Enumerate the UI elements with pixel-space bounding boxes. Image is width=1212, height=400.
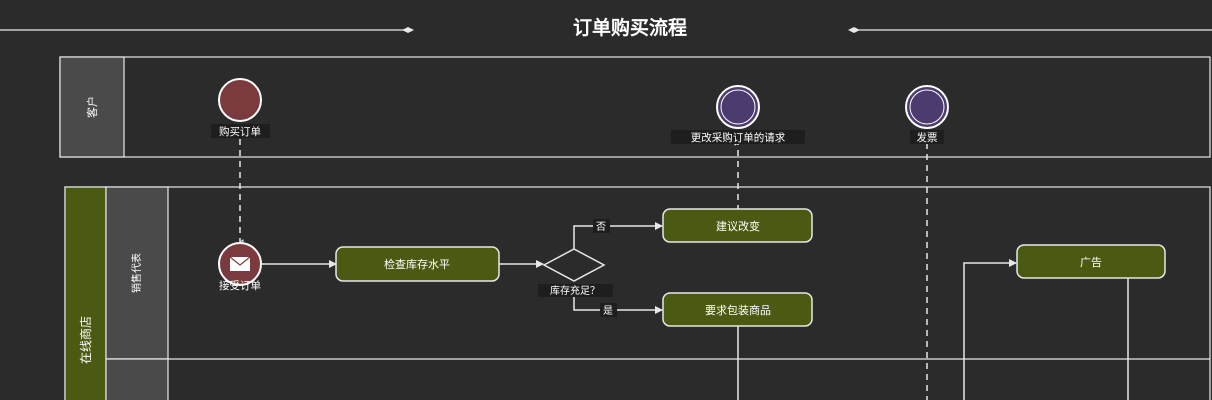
event-receive-order[interactable]: 接受订单	[218, 242, 262, 292]
title-rule-left-diamond	[402, 27, 414, 33]
event-label-bg	[910, 130, 944, 144]
task-box	[662, 208, 813, 243]
event-purchase-order[interactable]: 购买订单	[211, 78, 270, 138]
event-label-bg	[671, 130, 805, 144]
intermediate-event-icon	[716, 85, 760, 129]
gateway-no-bg	[593, 219, 610, 233]
task-box	[335, 246, 500, 282]
flow-gateway-yes	[573, 293, 663, 314]
pool-customer-header	[59, 56, 125, 158]
pool-customer: 客户	[59, 56, 1211, 158]
gateway-diamond	[542, 248, 606, 282]
task-advertise[interactable]: 广告	[1016, 244, 1166, 279]
flow-to-advertise	[963, 259, 1017, 400]
task-suggest-change[interactable]: 建议改变	[662, 208, 813, 243]
page-title: 订单购买流程	[573, 16, 687, 39]
pool-store-label: 在线商店	[78, 316, 93, 364]
pool-store-frame	[64, 186, 1211, 400]
task-request-packaging[interactable]: 要求包装商品	[662, 292, 813, 327]
start-event-icon	[218, 78, 262, 122]
gateway-inventory-sufficient[interactable]: 库存充足？ 否 是	[538, 219, 617, 317]
event-purchase-order-label: 购买订单	[219, 125, 261, 138]
envelope-flap	[229, 256, 251, 266]
lane-second-header	[105, 358, 169, 400]
pool-store-header	[64, 186, 107, 400]
task-suggest-change-label: 建议改变	[716, 219, 760, 233]
title-header: 订单购买流程	[0, 16, 1212, 39]
message-flows	[236, 136, 1129, 400]
task-check-inventory-label: 检查库存水平	[384, 257, 450, 271]
sequence-flows	[262, 222, 663, 314]
flow-gateway-no	[573, 222, 663, 249]
event-change-request-label: 更改采购订单的请求	[691, 131, 786, 144]
task-advertise-label: 广告	[1080, 256, 1102, 269]
task-box	[662, 292, 813, 327]
pool-customer-label: 客户	[85, 96, 99, 118]
event-invoice[interactable]: 发票	[905, 85, 949, 144]
pool-store: 在线商店 销售代表	[64, 186, 1211, 400]
event-receive-order-label: 接受订单	[219, 279, 261, 292]
intermediate-event-inner-ring	[720, 89, 756, 125]
intermediate-event-icon	[905, 85, 949, 129]
intermediate-event-inner-ring	[909, 89, 945, 125]
task-box	[1016, 244, 1166, 279]
title-rule-right-diamond	[848, 27, 860, 33]
event-label-bg	[211, 124, 270, 138]
event-invoice-label: 发票	[917, 131, 938, 144]
gateway-label-bg	[538, 284, 613, 297]
gateway-label: 库存充足？	[550, 284, 600, 297]
gateway-yes-bg	[600, 303, 617, 317]
task-check-inventory[interactable]: 检查库存水平	[335, 246, 500, 282]
task-request-packaging-label: 要求包装商品	[705, 303, 771, 317]
event-change-request[interactable]: 更改采购订单的请求	[671, 85, 805, 144]
gateway-no-label: 否	[596, 221, 606, 233]
gateway-yes-label: 是	[603, 305, 613, 317]
lane-sales-label: 销售代表	[130, 253, 143, 293]
